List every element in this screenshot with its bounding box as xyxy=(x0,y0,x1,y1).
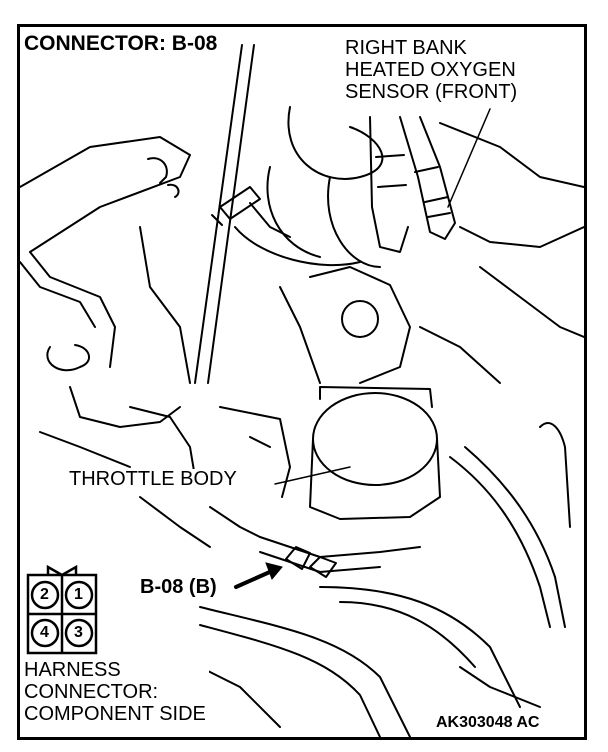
pin-number: 4 xyxy=(40,624,49,641)
sensor-label-line: HEATED OXYGEN xyxy=(345,59,516,81)
sensor-label-line: SENSOR (FRONT) xyxy=(345,81,518,103)
harness-caption-line: COMPONENT SIDE xyxy=(24,703,206,725)
throttle-body-label: THROTTLE BODY xyxy=(66,469,240,489)
figure-code: AK303048 AC xyxy=(434,714,542,731)
sensor-label-line: RIGHT BANK xyxy=(345,37,467,59)
pin-number: 3 xyxy=(74,624,83,641)
pin-number: 2 xyxy=(40,586,49,603)
top-engine-view xyxy=(20,44,584,384)
harness-caption: HARNESS CONNECTOR: COMPONENT SIDE xyxy=(24,659,209,725)
harness-caption-line: HARNESS xyxy=(24,659,121,681)
bottom-engine-view xyxy=(39,386,571,737)
sensor-label: RIGHT BANK HEATED OXYGEN SENSOR (FRONT) xyxy=(342,37,521,103)
connector-label: CONNECTOR: B-08 xyxy=(24,33,221,56)
harness-caption-line: CONNECTOR: xyxy=(24,681,159,703)
harness-connector-icon xyxy=(26,564,98,655)
pin-number: 1 xyxy=(74,586,83,603)
engine-bay-illustration xyxy=(20,44,584,737)
diagram-frame: CONNECTOR: B-08 RIGHT BANK HEATED OXYGEN… xyxy=(17,24,587,740)
callout-arrow xyxy=(234,562,283,589)
connector-callout-label: B-08 (B) xyxy=(138,576,219,598)
